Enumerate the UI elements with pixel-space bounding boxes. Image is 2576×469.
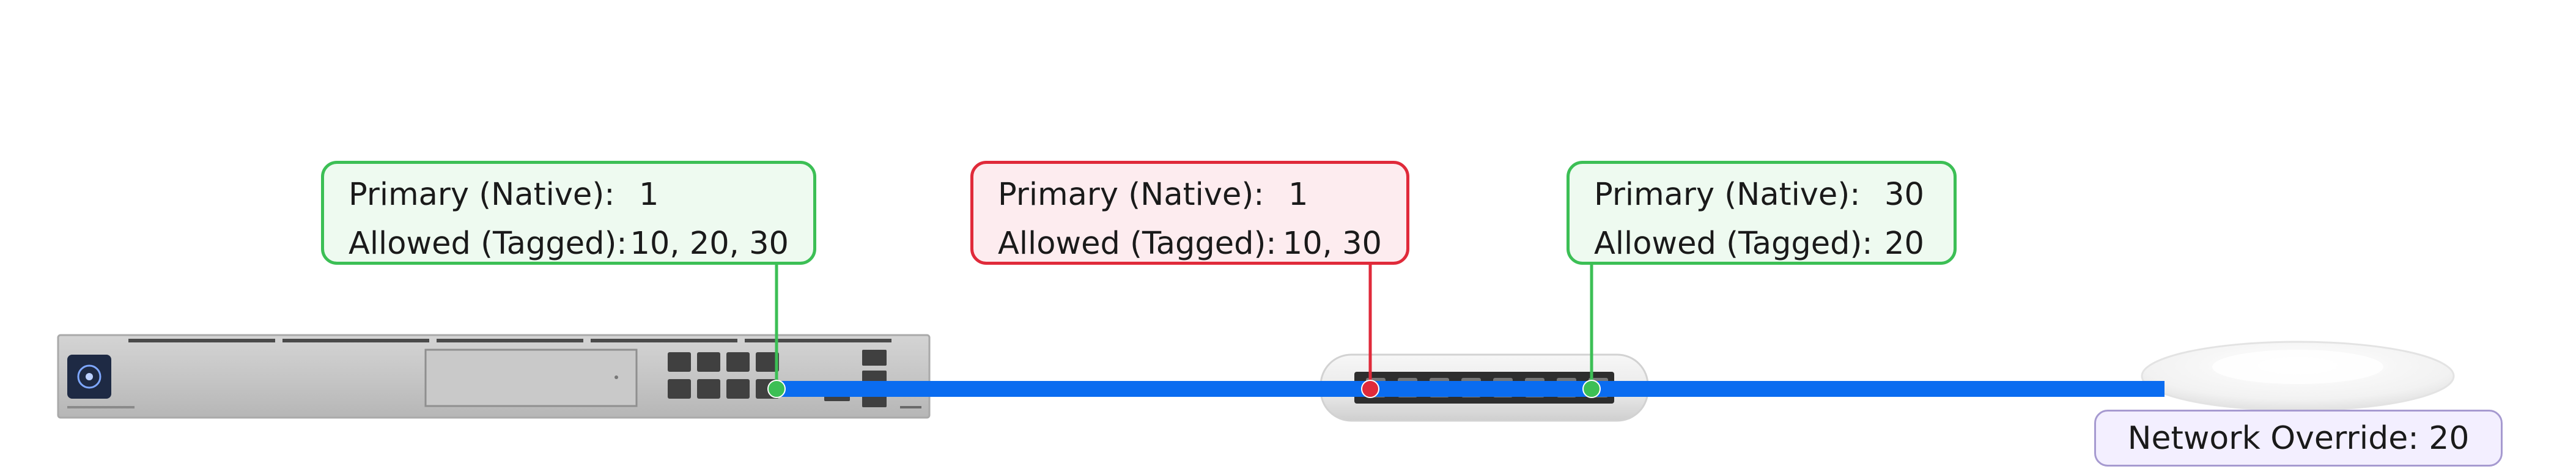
- primary-native-row: Primary (Native): 1: [349, 170, 789, 219]
- gateway-device-icon: [57, 334, 931, 419]
- allowed-tagged-label: Allowed (Tagged):: [998, 225, 1277, 262]
- allowed-tagged-value: 10, 20, 30: [630, 225, 789, 262]
- allowed-tagged-row: Allowed (Tagged): 10, 30: [998, 219, 1382, 268]
- port-status-dot-icon: [1361, 380, 1379, 398]
- port-status-dot-icon: [1582, 380, 1601, 398]
- network-override-badge: Network Override: 20: [2094, 410, 2503, 467]
- vlan-card-gateway: Primary (Native): 1 Allowed (Tagged): 10…: [321, 161, 816, 265]
- allowed-tagged-label: Allowed (Tagged):: [349, 225, 627, 262]
- primary-native-value: 1: [639, 176, 659, 213]
- allowed-tagged-value: 20: [1884, 225, 1924, 262]
- primary-native-row: Primary (Native): 30: [1594, 170, 1929, 219]
- vlan-card-switch-uplink: Primary (Native): 1 Allowed (Tagged): 10…: [970, 161, 1409, 265]
- primary-native-value: 30: [1884, 176, 1924, 213]
- allowed-tagged-row: Allowed (Tagged): 20: [1594, 219, 1929, 268]
- primary-native-label: Primary (Native):: [1594, 176, 1861, 213]
- access-point-icon: [2141, 341, 2455, 412]
- port-status-dot-icon: [767, 380, 786, 398]
- primary-native-label: Primary (Native):: [349, 176, 615, 213]
- allowed-tagged-value: 10, 30: [1282, 225, 1382, 262]
- allowed-tagged-label: Allowed (Tagged):: [1594, 225, 1873, 262]
- allowed-tagged-row: Allowed (Tagged): 10, 20, 30: [349, 219, 789, 268]
- primary-native-label: Primary (Native):: [998, 176, 1264, 213]
- vlan-card-switch-ap-port: Primary (Native): 30 Allowed (Tagged): 2…: [1567, 161, 1957, 265]
- primary-native-value: 1: [1288, 176, 1308, 213]
- primary-native-row: Primary (Native): 1: [998, 170, 1382, 219]
